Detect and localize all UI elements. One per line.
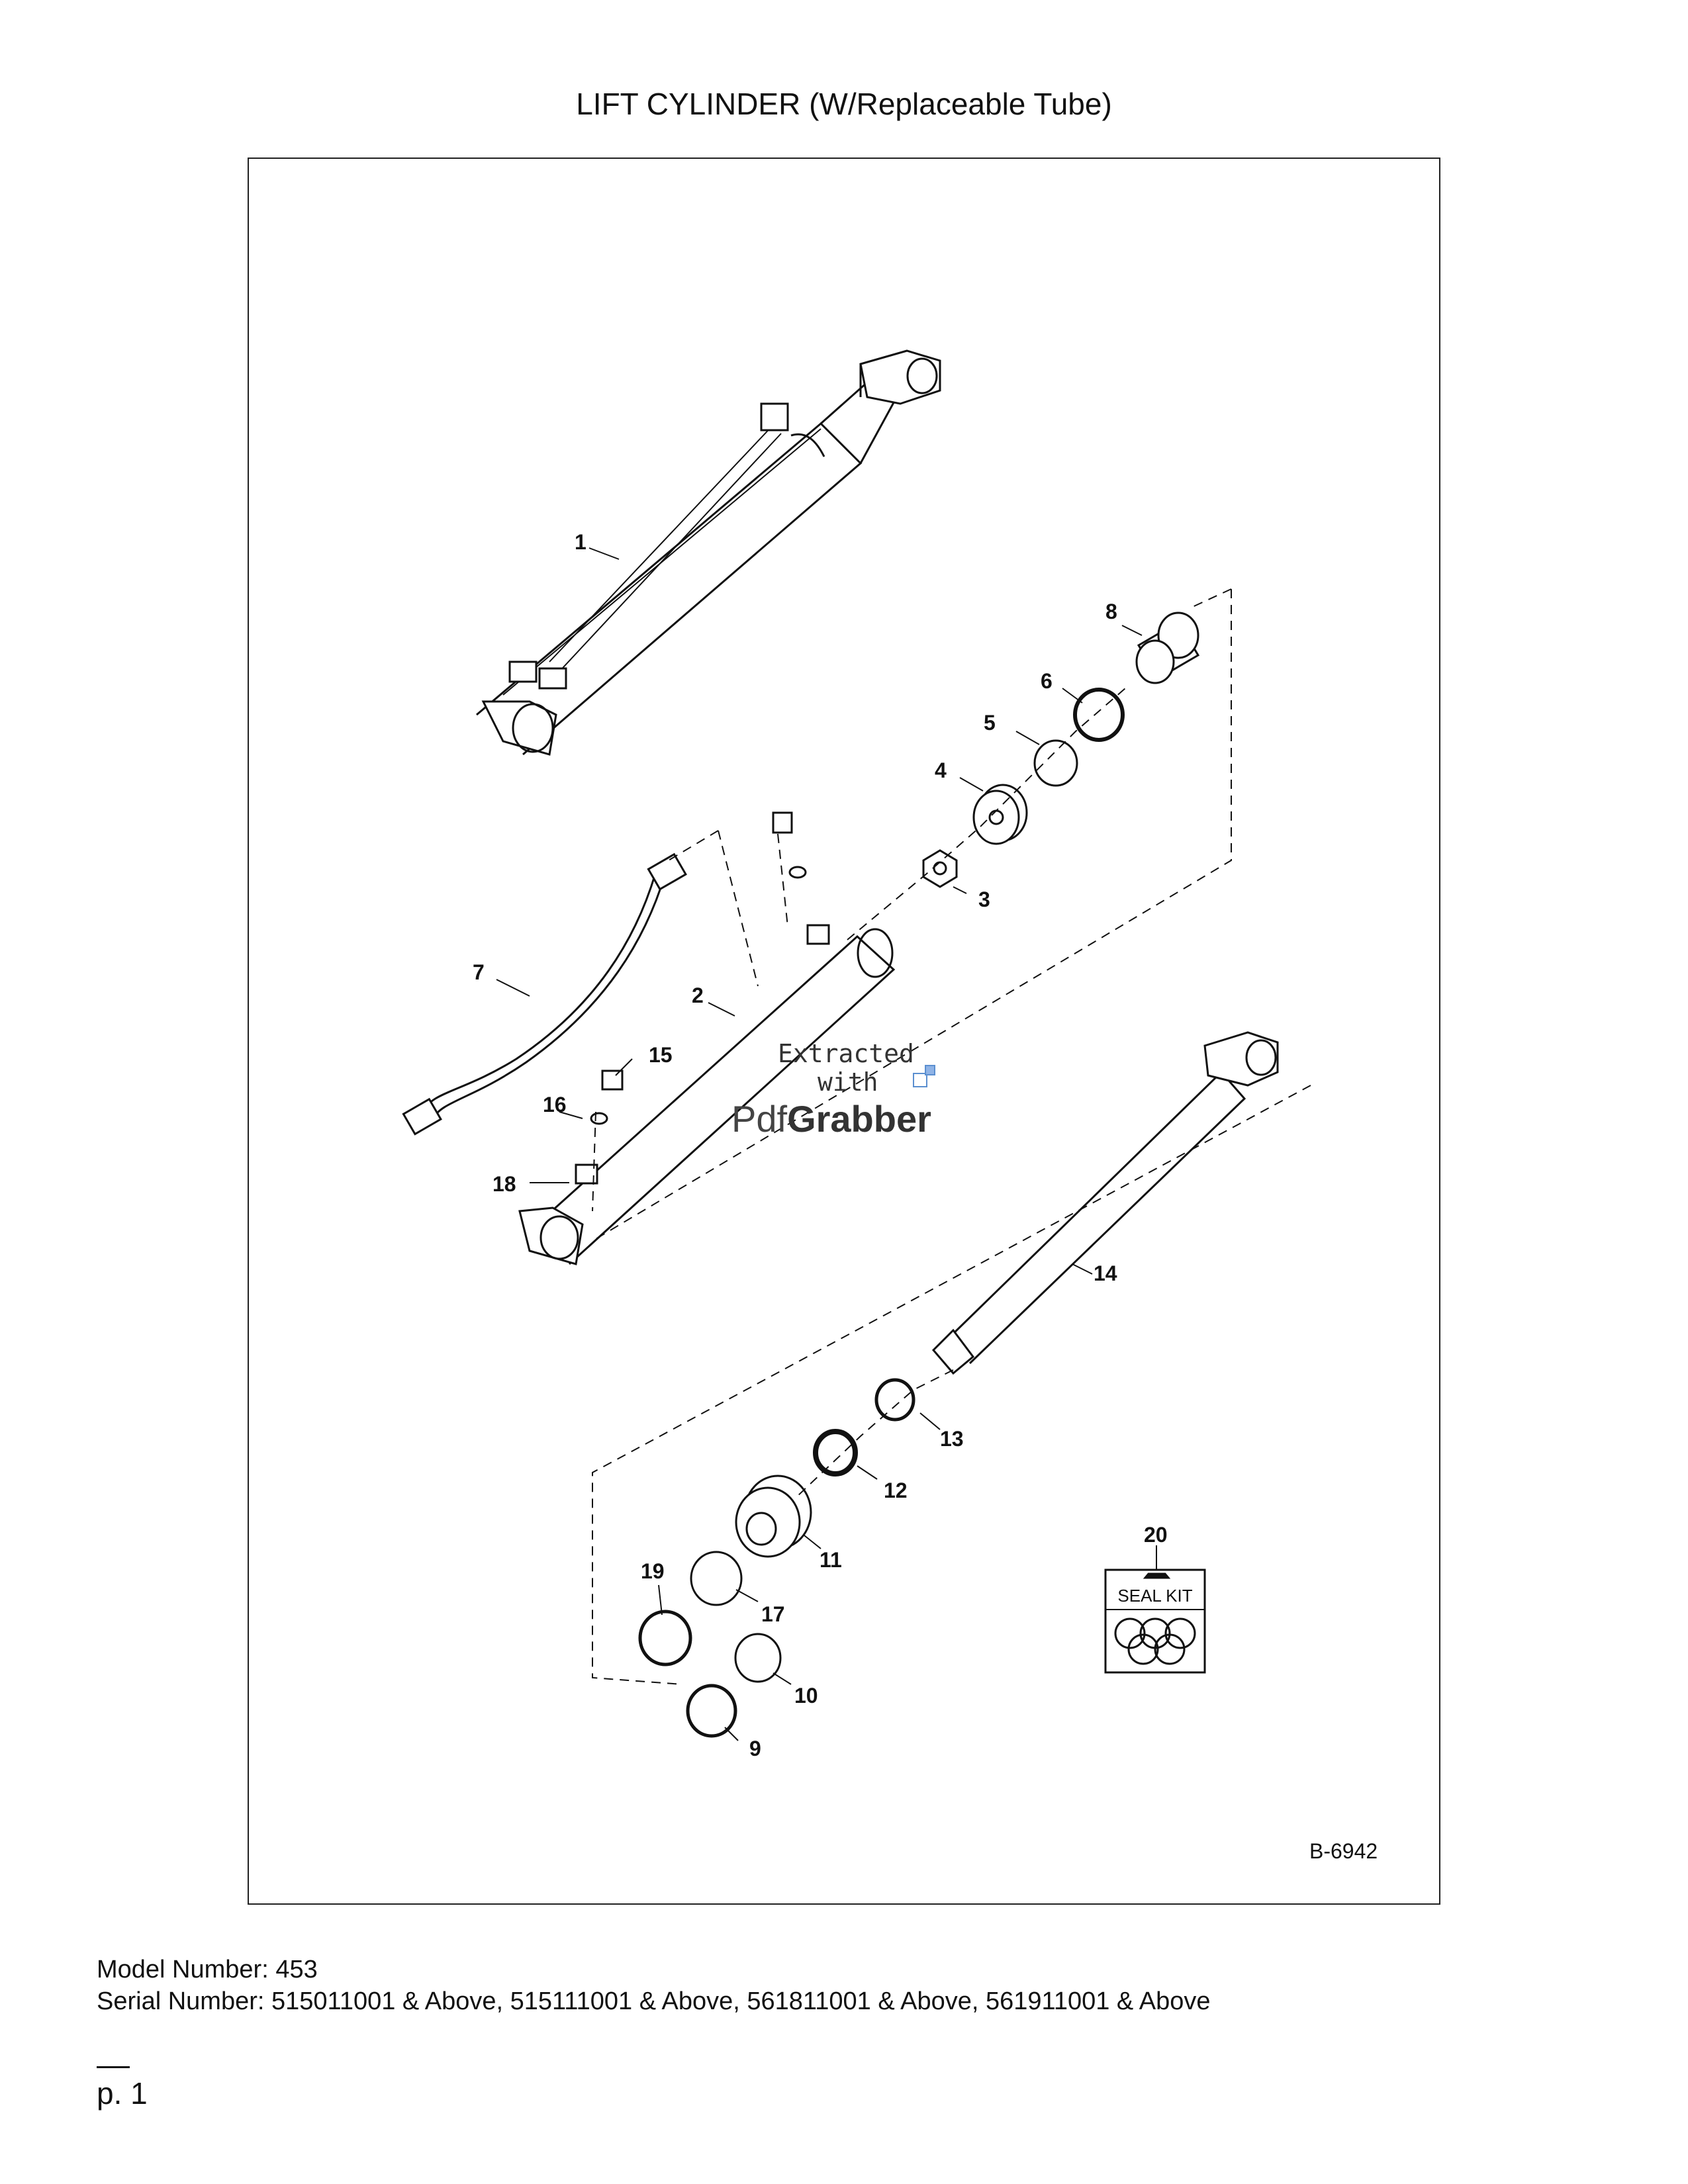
callout-9: 9	[749, 1737, 761, 1760]
pdfgrabber-watermark: Extracted with PdfGrabber	[731, 1039, 935, 1140]
callout-13: 13	[940, 1427, 964, 1451]
watermark-line1: Extracted	[778, 1039, 914, 1068]
callout-7: 7	[473, 960, 485, 984]
watermark-line2: with	[818, 1068, 878, 1097]
page-number: p. 1	[97, 2076, 148, 2111]
callout-10: 10	[794, 1684, 818, 1707]
watermark-brand-a: Pdf	[731, 1098, 787, 1140]
page-title: LIFT CYLINDER (W/Replaceable Tube)	[576, 87, 1112, 121]
callout-16: 16	[543, 1093, 567, 1116]
seal-kit-label: SEAL KIT	[1117, 1586, 1192, 1606]
callout-20: 20	[1144, 1523, 1168, 1547]
callout-4: 4	[935, 758, 947, 782]
callout-11: 11	[820, 1548, 842, 1572]
cylinder-barrel	[518, 924, 896, 1265]
callout-12: 12	[884, 1479, 908, 1502]
figure-reference: B-6942	[1309, 1839, 1378, 1863]
svg-text:PdfGrabber: PdfGrabber	[731, 1098, 931, 1140]
watermark-brand-b: Grabber	[787, 1098, 931, 1140]
serial-number: Serial Number: 515011001 & Above, 515111…	[97, 1987, 1211, 2015]
seal-kit-box	[1104, 1569, 1206, 1674]
callout-8: 8	[1105, 600, 1117, 623]
callout-1: 1	[575, 530, 586, 554]
callout-5: 5	[984, 711, 996, 735]
callout-3: 3	[978, 887, 990, 911]
model-number: Model Number: 453	[97, 1956, 318, 1983]
callout-17: 17	[761, 1602, 785, 1626]
piston-rod	[931, 1031, 1279, 1375]
diagram-frame	[248, 158, 1440, 1905]
hydraulic-hose	[402, 852, 687, 1136]
callout-6: 6	[1041, 669, 1053, 693]
page-number-rule	[97, 2066, 130, 2068]
callout-14: 14	[1094, 1261, 1117, 1285]
callout-2: 2	[692, 983, 704, 1007]
callout-19: 19	[641, 1559, 665, 1583]
assembled-cylinder	[476, 349, 941, 756]
callout-18: 18	[492, 1172, 516, 1196]
callout-15: 15	[649, 1043, 673, 1067]
